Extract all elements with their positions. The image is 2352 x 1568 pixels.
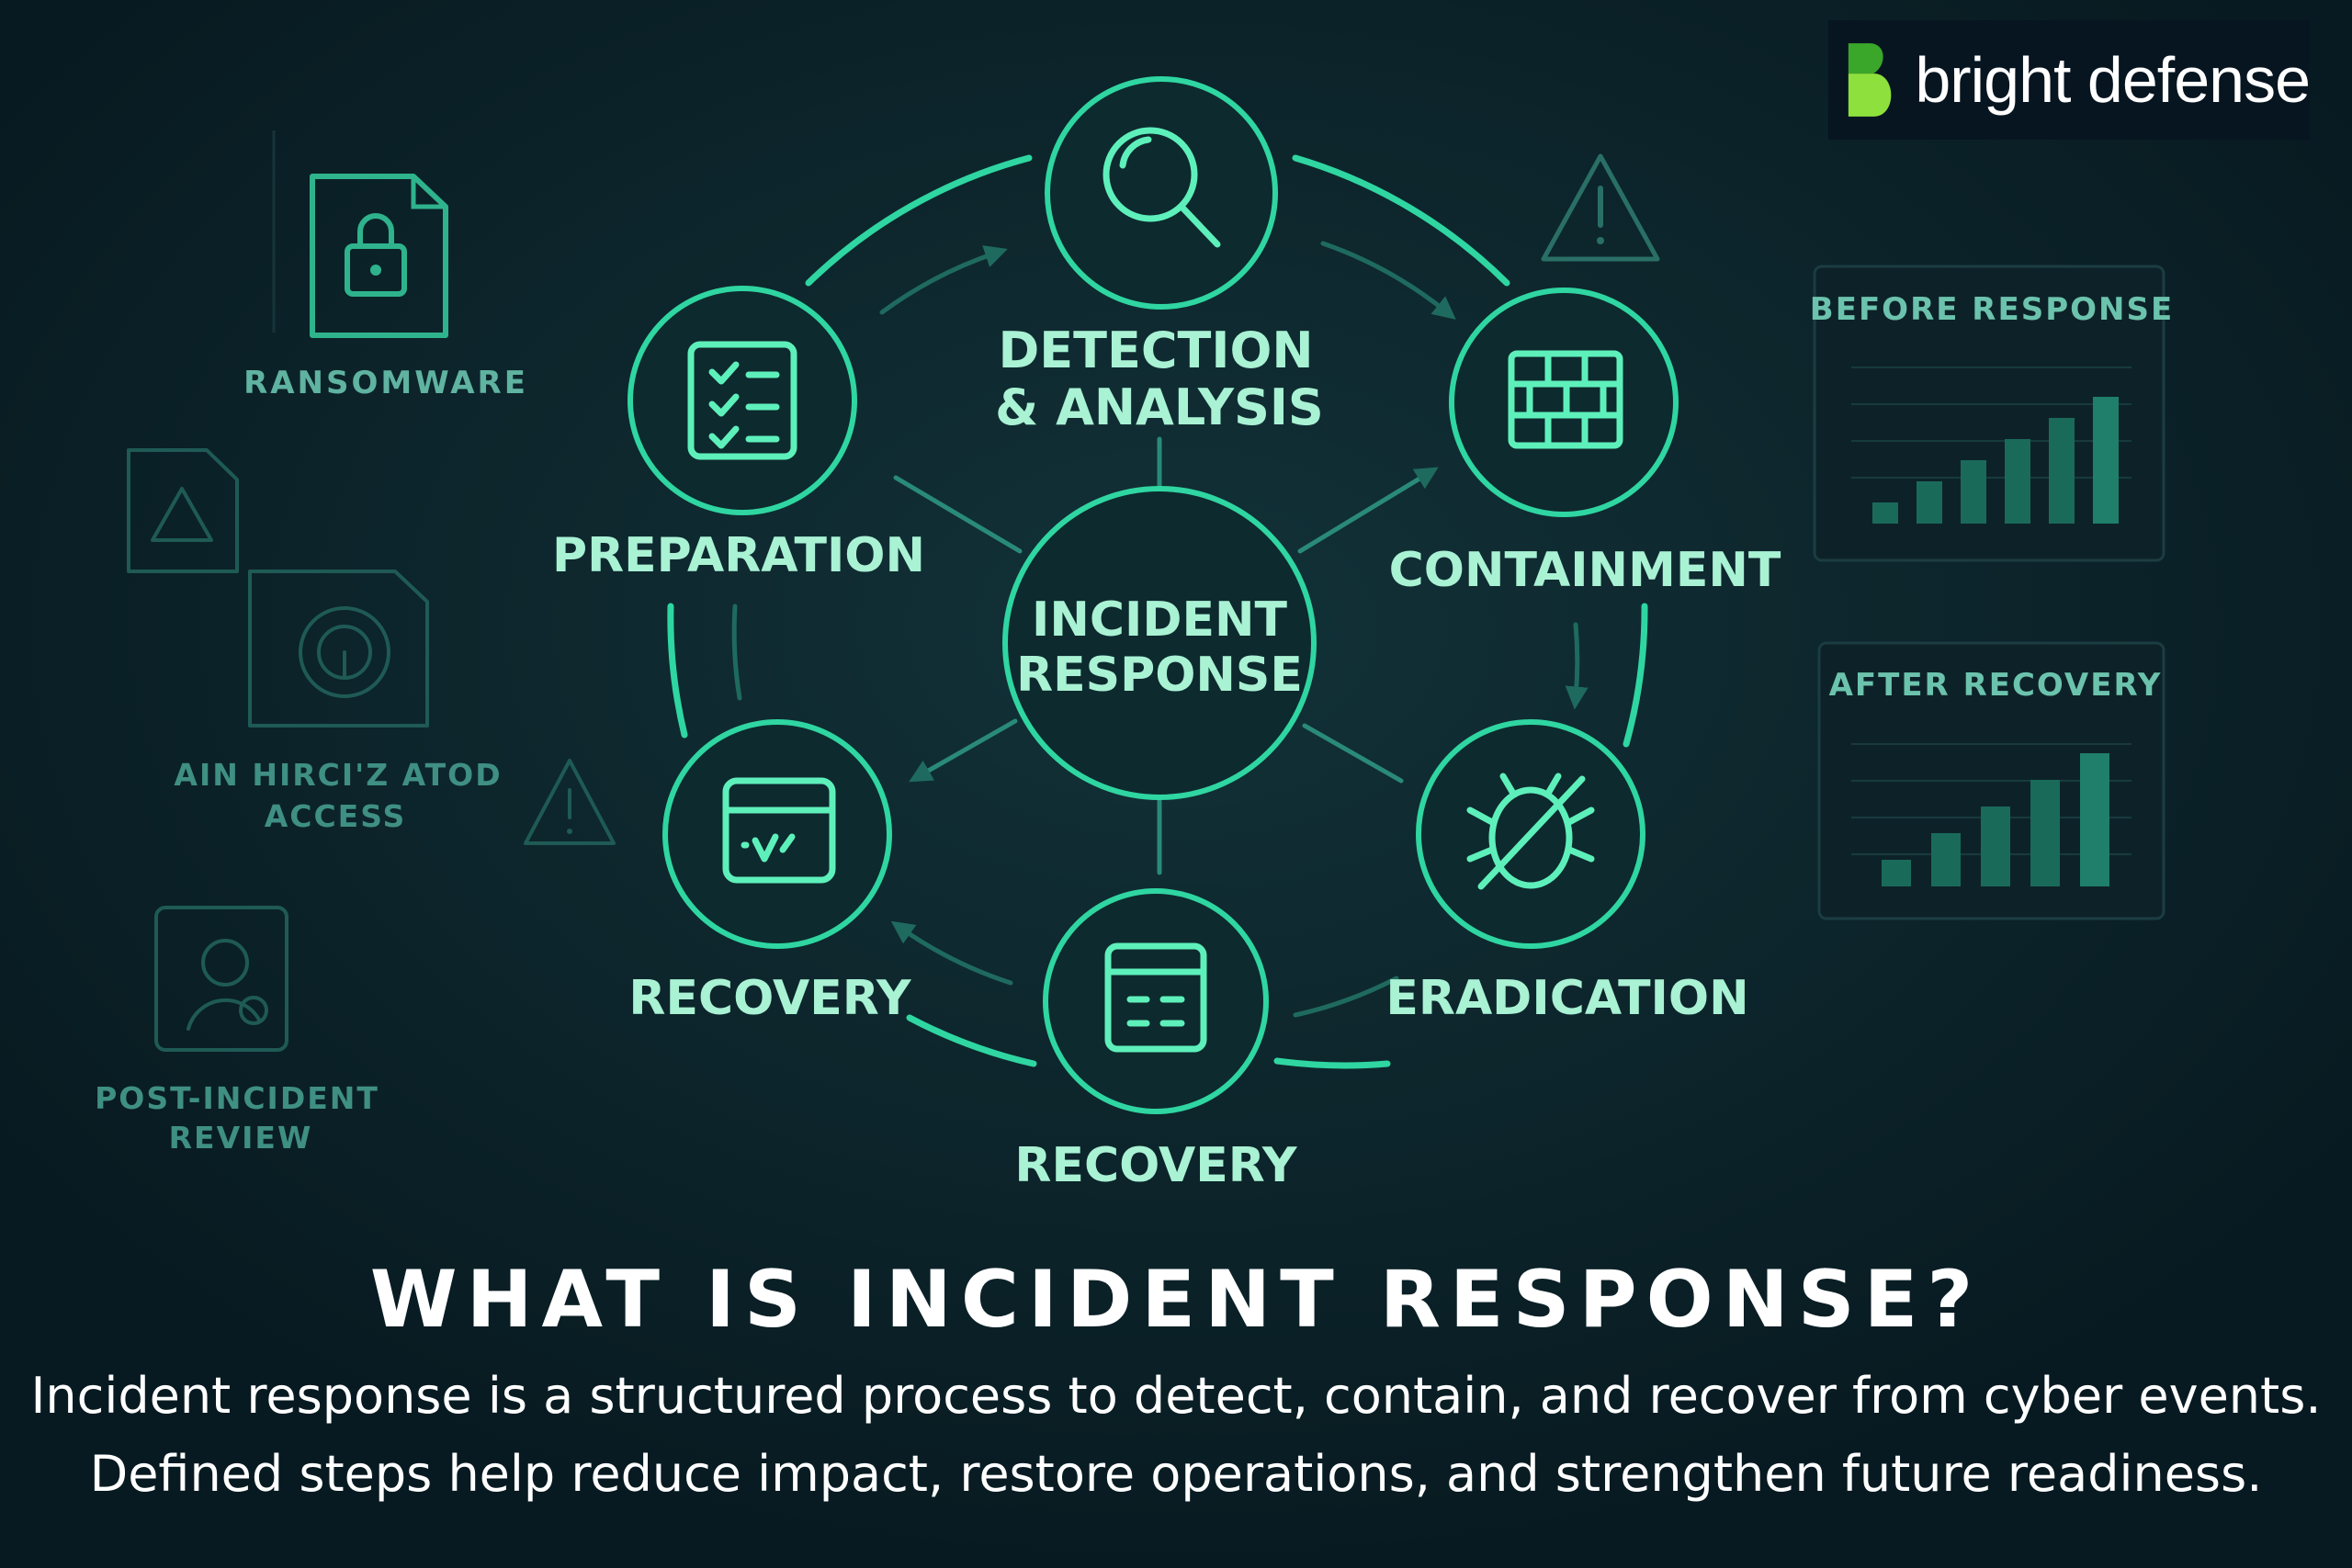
brand-logo: bright defense bbox=[1828, 20, 2311, 140]
node-detection: DETECTION & ANALYSIS bbox=[995, 76, 1324, 436]
label-recovery-bottom: RECOVERY bbox=[1014, 1138, 1297, 1193]
description-line-1: Incident response is a structured proces… bbox=[30, 1367, 2322, 1425]
hub-spokes bbox=[893, 436, 1439, 875]
warning-icon bbox=[1541, 153, 1660, 262]
label-detection-line2: & ANALYSIS bbox=[995, 378, 1324, 436]
before-bar-5 bbox=[2049, 418, 2075, 524]
label-review-line1: POST-INCIDENT bbox=[95, 1080, 379, 1116]
center-hub: INCIDENT RESPONSE bbox=[1002, 486, 1317, 800]
panel-after-label: AFTER RECOVERY bbox=[1829, 667, 2163, 704]
node-recovery-left: RECOVERY bbox=[628, 719, 912, 1026]
before-bar-group bbox=[1872, 397, 2119, 524]
description-line-2: Defined steps help reduce impact, restor… bbox=[89, 1445, 2263, 1503]
before-bar-3 bbox=[1961, 460, 1986, 524]
faded-alert-doc-icon bbox=[127, 448, 239, 573]
inner-cycle-ring bbox=[731, 241, 1589, 1018]
label-access-line1: AIN HIRCI'Z ATOD bbox=[174, 757, 502, 793]
after-bar-2 bbox=[1931, 833, 1961, 886]
label-recovery-left: RECOVERY bbox=[628, 971, 911, 1026]
node-containment: CONTAINMENT bbox=[1389, 288, 1781, 598]
magnifier-icon bbox=[1102, 127, 1221, 248]
panel-after-recovery: AFTER RECOVERY bbox=[1817, 641, 2165, 920]
bright-defense-logo-icon bbox=[1848, 43, 1892, 117]
label-preparation: PREPARATION bbox=[552, 528, 925, 583]
label-review-line2: REVIEW bbox=[169, 1120, 313, 1156]
after-bar-5 bbox=[2080, 753, 2109, 886]
before-bar-2 bbox=[1917, 481, 1942, 524]
faded-warning-icon bbox=[524, 759, 616, 845]
label-containment: CONTAINMENT bbox=[1389, 543, 1781, 598]
before-bar-6 bbox=[2093, 397, 2119, 524]
label-eradication: ERADICATION bbox=[1385, 971, 1748, 1026]
fingerprint-scan-icon bbox=[248, 570, 429, 728]
side-item-ransomware: RANSOMWARE bbox=[243, 130, 528, 401]
after-bar-1 bbox=[1882, 860, 1911, 886]
side-item-review: POST-INCIDENT REVIEW bbox=[95, 906, 379, 1156]
panel-before-label: BEFORE RESPONSE bbox=[1810, 291, 2174, 328]
user-profile-icon bbox=[154, 906, 288, 1052]
label-detection-line1: DETECTION bbox=[998, 321, 1313, 379]
label-access-line2: ACCESS bbox=[265, 798, 407, 834]
firewall-icon bbox=[1508, 350, 1623, 449]
after-bar-group bbox=[1882, 753, 2109, 886]
bug-crossed-icon bbox=[1466, 773, 1595, 890]
panel-before-response: BEFORE RESPONSE bbox=[1810, 265, 2174, 562]
brand-name: bright defense bbox=[1915, 44, 2311, 116]
label-ransomware: RANSOMWARE bbox=[243, 365, 528, 401]
node-eradication: ERADICATION bbox=[1385, 719, 1749, 1026]
center-title-line1: INCIDENT bbox=[1032, 592, 1288, 648]
center-title-line2: RESPONSE bbox=[1016, 648, 1303, 703]
before-bar-1 bbox=[1872, 502, 1898, 524]
side-item-access: AIN HIRCI'Z ATOD ACCESS bbox=[174, 570, 502, 834]
page-title: WHAT IS INCIDENT RESPONSE? bbox=[369, 1254, 1983, 1346]
after-bar-3 bbox=[1981, 807, 2010, 886]
node-recovery-bottom: RECOVERY bbox=[1014, 888, 1298, 1193]
dashboard-icon bbox=[1104, 942, 1207, 1053]
node-preparation: PREPARATION bbox=[552, 286, 925, 583]
terminal-window-icon bbox=[722, 777, 836, 884]
before-bar-4 bbox=[2005, 439, 2030, 524]
after-bar-4 bbox=[2030, 780, 2060, 886]
checklist-icon bbox=[687, 341, 797, 460]
outer-cycle-ring bbox=[667, 154, 1648, 1069]
locked-file-icon bbox=[310, 174, 448, 338]
